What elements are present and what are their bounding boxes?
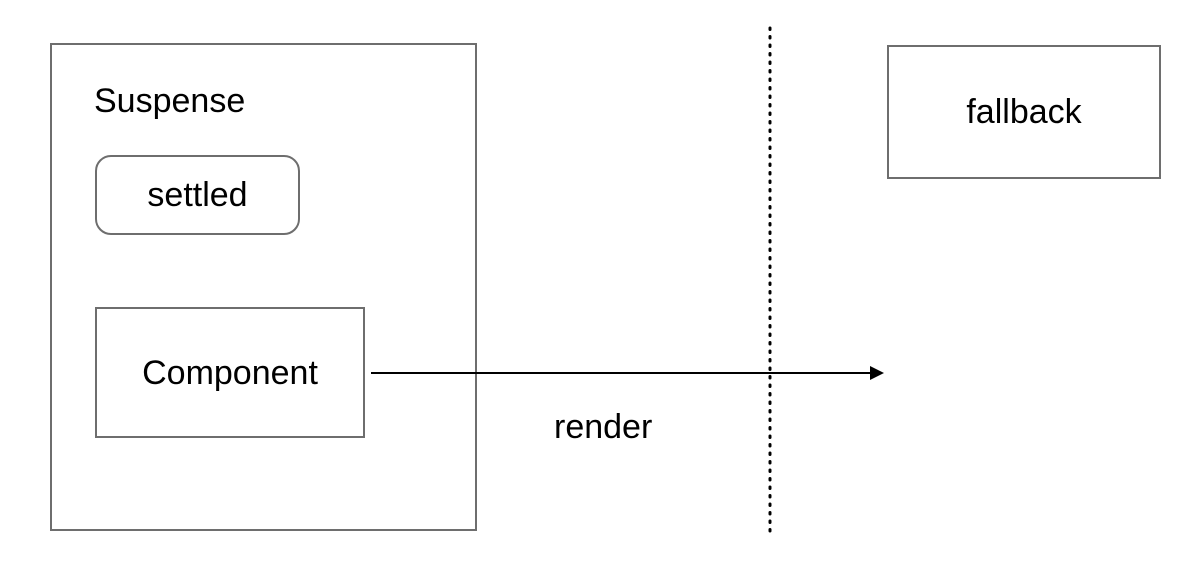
settled-label: settled — [147, 176, 248, 214]
render-arrow-head — [870, 366, 884, 380]
settled-state-pill: settled — [95, 155, 300, 235]
component-label: Component — [142, 353, 318, 392]
fallback-label: fallback — [966, 93, 1082, 131]
fallback-box: fallback — [887, 45, 1161, 179]
component-box: Component — [95, 307, 365, 438]
render-arrow-label: render — [554, 408, 653, 446]
suspense-title: Suspense — [94, 82, 246, 120]
suspense-container — [50, 43, 477, 531]
